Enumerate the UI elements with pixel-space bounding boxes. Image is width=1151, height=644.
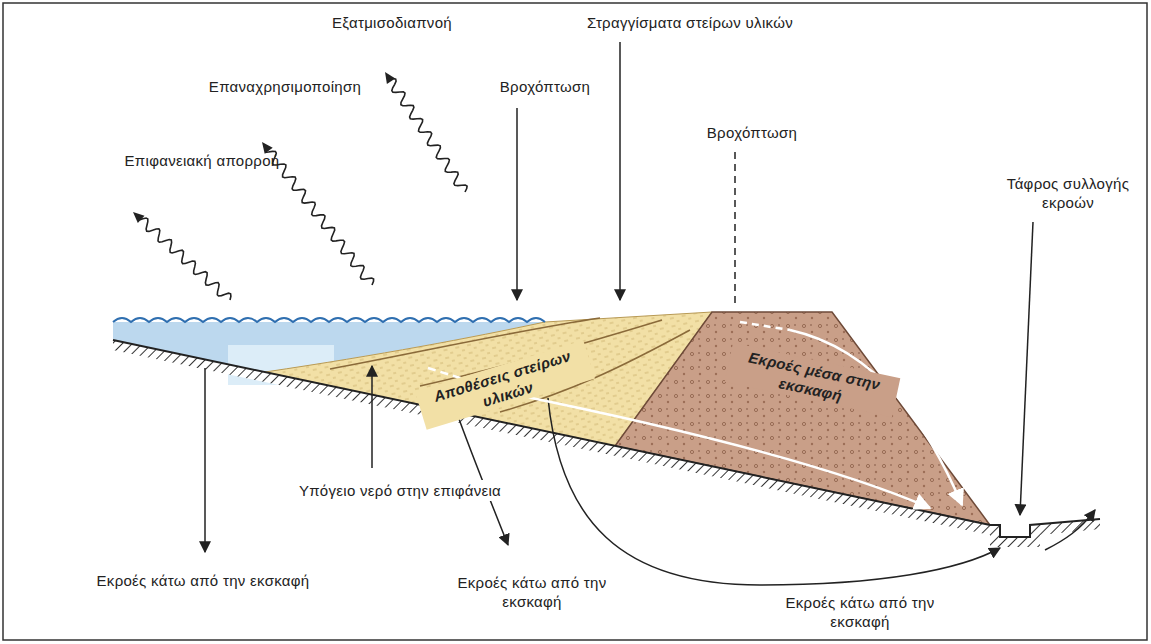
ground-hatch — [113, 340, 1100, 547]
seepage-exit-arrow — [1045, 510, 1095, 550]
diagram-label: Βροχόπτωση — [475, 77, 615, 96]
ground-line — [113, 340, 1100, 537]
wavy-arrow-line — [392, 79, 467, 193]
diagram-label: Επαναχρησιμοποίηση — [175, 77, 395, 96]
diagram-label: Εκροές κάτω από την εκσκαφή — [58, 571, 348, 590]
diagram-label: Τάφρος συλλογής εκροών — [993, 174, 1143, 212]
drainage-arrow — [619, 42, 621, 300]
wavy-arrow-line — [265, 151, 374, 285]
internal-seepage-arrow — [790, 330, 962, 505]
diagram-label: Βροχόπτωση — [682, 123, 822, 142]
diagram-label: Εξατμισοδιαπνοή — [292, 13, 492, 32]
diagram-label: Στραγγίσματα στείρων υλικών — [540, 13, 840, 32]
diagram-label: Εκροές κάτω από την εκσκαφή — [775, 593, 945, 631]
wavy-arrows — [133, 72, 467, 300]
wavy-arrow-head — [133, 212, 145, 223]
diagram-label: Επιφανειακή απορροή — [92, 151, 312, 170]
frame — [3, 3, 1147, 640]
seepage-arrow — [204, 368, 206, 552]
wavy-arrow-head — [385, 72, 395, 84]
seepage-curve-arrow — [548, 398, 1000, 585]
wavy-arrow-line — [139, 218, 231, 300]
diagram-label: Εκροές κάτω από την εκσκαφή — [447, 573, 617, 611]
water-surface — [113, 318, 545, 322]
seepage-arrow — [455, 408, 508, 545]
rain-dashed-line — [734, 152, 736, 308]
diagram-label: Υπόγειο νερό στην επιφάνεια — [252, 480, 548, 501]
internal-seepage-dashed — [740, 322, 790, 330]
rain-arrow — [516, 108, 518, 300]
groundwater-arrow — [371, 366, 373, 468]
ditch-arrow — [1020, 222, 1033, 515]
wave-line — [113, 318, 545, 322]
